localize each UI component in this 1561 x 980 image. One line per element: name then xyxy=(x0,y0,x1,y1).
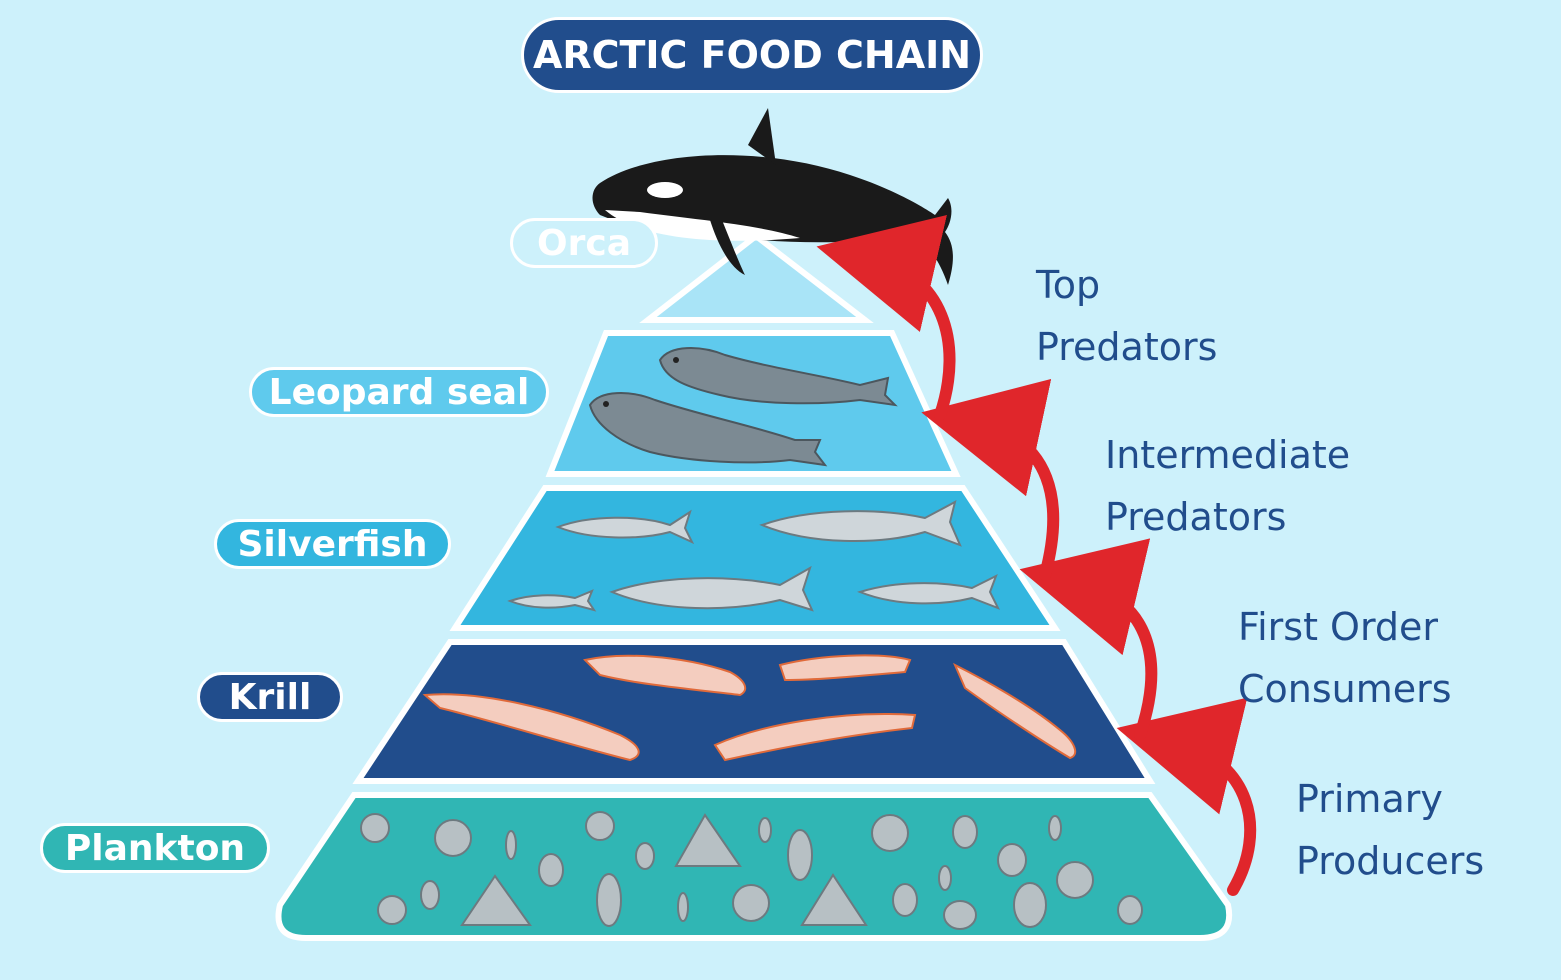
level-label-silverfish: Silverfish xyxy=(214,519,451,569)
role-label-first-order-consumers: First Order Consumers xyxy=(1238,596,1452,720)
energy-flow-arrows xyxy=(816,215,1257,896)
role-line2: Predators xyxy=(1105,495,1287,539)
level-label-krill: Krill xyxy=(197,672,343,722)
level-label-text: Silverfish xyxy=(237,523,428,565)
level-label-text: Leopard seal xyxy=(268,371,530,413)
level-label-plankton: Plankton xyxy=(40,823,270,873)
arrow-first-to-intermediate xyxy=(1019,538,1158,741)
leopard-seal-icon xyxy=(588,347,898,467)
role-line1: Primary xyxy=(1296,777,1443,821)
tier-plankton xyxy=(275,792,1233,941)
level-label-text: Orca xyxy=(537,222,631,264)
level-label-text: Krill xyxy=(228,676,312,718)
role-line1: Intermediate xyxy=(1105,433,1351,477)
role-label-primary-producers: Primary Producers xyxy=(1296,768,1484,892)
plankton-icon xyxy=(360,811,1143,930)
arrow-primary-to-first xyxy=(1116,697,1257,896)
role-label-intermediate-predators: Intermediate Predators xyxy=(1105,424,1350,548)
level-label-text: Plankton xyxy=(64,827,246,869)
arrow-intermediate-to-top xyxy=(921,378,1060,581)
tier-orca xyxy=(639,232,874,323)
role-line1: Top xyxy=(1036,263,1101,307)
role-line2: Producers xyxy=(1296,839,1485,883)
silverfish-icon xyxy=(507,500,1001,612)
role-label-top-predators: Top Predators xyxy=(1036,254,1217,378)
arrow-top xyxy=(816,215,956,421)
orca-icon xyxy=(592,108,953,285)
role-line2: Predators xyxy=(1036,325,1218,369)
krill-icon xyxy=(422,654,1077,762)
level-label-leopard-seal: Leopard seal xyxy=(249,367,549,417)
level-label-orca: Orca xyxy=(510,218,658,268)
page-title: ARCTIC FOOD CHAIN xyxy=(521,17,983,93)
role-line1: First Order xyxy=(1238,605,1439,649)
role-line2: Consumers xyxy=(1238,667,1452,711)
